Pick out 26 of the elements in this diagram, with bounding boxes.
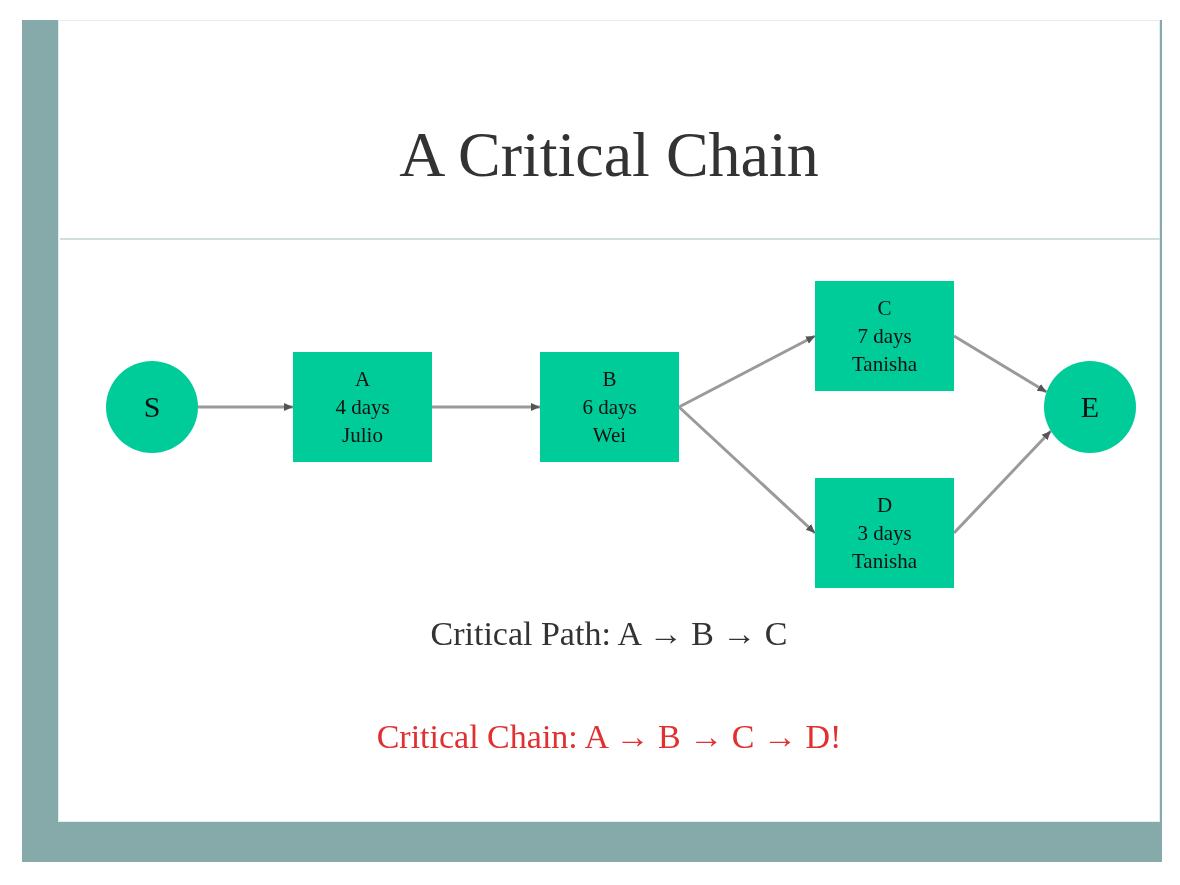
node-label: Tanisha [852, 351, 917, 378]
arrow [678, 334, 816, 409]
arrow [953, 334, 1048, 394]
node-label: 4 days [335, 394, 390, 421]
node-label: 6 days [582, 394, 637, 421]
task-box [293, 352, 432, 462]
slide-title: A Critical Chain [398, 118, 820, 192]
node-label: Wei [592, 422, 627, 449]
node-label: 7 days [857, 323, 912, 350]
node-label: Julio [342, 422, 383, 449]
node-label: C [877, 295, 892, 322]
node-label: S [143, 390, 161, 424]
node-label: 3 days [857, 520, 912, 547]
node-label: B [602, 366, 617, 393]
node-label: A [354, 366, 371, 393]
note-text: Critical Path: A → B → C [430, 614, 788, 654]
task-box [815, 281, 954, 391]
node-label: D [876, 492, 893, 519]
arrow [678, 405, 816, 535]
arrow [198, 403, 293, 411]
note-text: Critical Chain: A → B → C → D! [376, 717, 842, 757]
task-box [815, 478, 954, 588]
node-label: Tanisha [852, 548, 917, 575]
node-label: E [1080, 390, 1100, 424]
arrow [432, 403, 540, 411]
task-box [540, 352, 679, 462]
